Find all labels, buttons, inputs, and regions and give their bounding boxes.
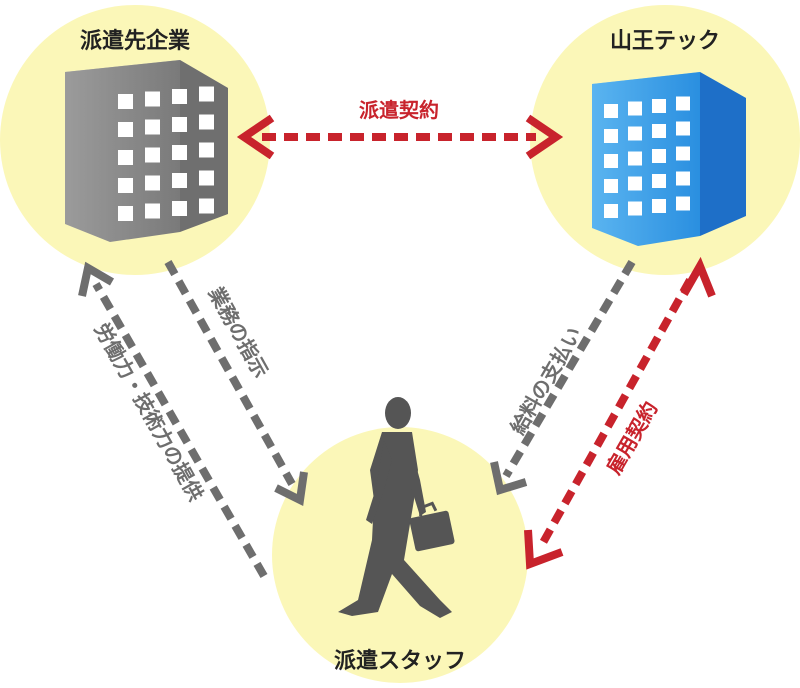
- building-window: [118, 150, 133, 165]
- building-window: [172, 173, 187, 188]
- labor-provision-label: 労働力・技術力の提供: [90, 319, 209, 505]
- work-instruction-arrow: [164, 260, 308, 507]
- dispatch-contract-arrow: [236, 114, 564, 160]
- building-window: [145, 91, 160, 107]
- dispatch-contract-label: 派遣契約: [359, 98, 439, 122]
- building-window: [628, 201, 642, 216]
- building-window: [652, 199, 666, 213]
- building-window: [652, 149, 666, 163]
- building-window: [118, 94, 133, 109]
- building-window: [604, 179, 618, 193]
- building-window: [676, 146, 690, 161]
- building-window: [628, 151, 642, 166]
- business-person-icon: [338, 397, 455, 618]
- staff-label: 派遣スタッフ: [334, 649, 466, 674]
- building-window: [118, 122, 133, 137]
- building-window: [145, 203, 160, 219]
- building-window: [172, 117, 187, 132]
- building-window: [172, 89, 187, 104]
- building-window: [628, 126, 642, 141]
- building-window: [652, 124, 666, 138]
- building-window: [199, 114, 214, 130]
- building-window: [145, 147, 160, 163]
- building-window: [652, 99, 666, 113]
- building-window: [652, 174, 666, 188]
- building-window: [604, 204, 618, 218]
- building-window: [676, 171, 690, 186]
- building-window: [604, 129, 618, 143]
- building-window: [604, 104, 618, 118]
- work-instruction-label: 業務の指示: [204, 283, 274, 382]
- building-window: [628, 176, 642, 191]
- client-label: 派遣先企業: [80, 28, 191, 54]
- building-window: [172, 201, 187, 216]
- building-window: [676, 196, 690, 211]
- building-window: [118, 178, 133, 193]
- agency-label: 山王テック: [610, 29, 720, 54]
- building-window: [145, 175, 160, 191]
- employment-contract-label: 雇用契約: [602, 397, 663, 478]
- building-window: [172, 145, 187, 160]
- building-window: [118, 206, 133, 221]
- labor-provision-arrow: [78, 261, 268, 578]
- building-window: [199, 170, 214, 186]
- building-window: [199, 142, 214, 158]
- employment-contract-arrow: [524, 256, 716, 570]
- building-window: [145, 119, 160, 135]
- building-window: [676, 96, 690, 111]
- salary-payment-arrow: [490, 259, 636, 496]
- salary-payment-label: 給料の支払い: [506, 323, 587, 439]
- building-window: [604, 154, 618, 168]
- agency-building-icon: [592, 72, 746, 246]
- building-window: [199, 86, 214, 102]
- building-window: [676, 121, 690, 136]
- building-window: [199, 198, 214, 214]
- client-building-icon: [65, 60, 228, 242]
- building-window: [628, 101, 642, 116]
